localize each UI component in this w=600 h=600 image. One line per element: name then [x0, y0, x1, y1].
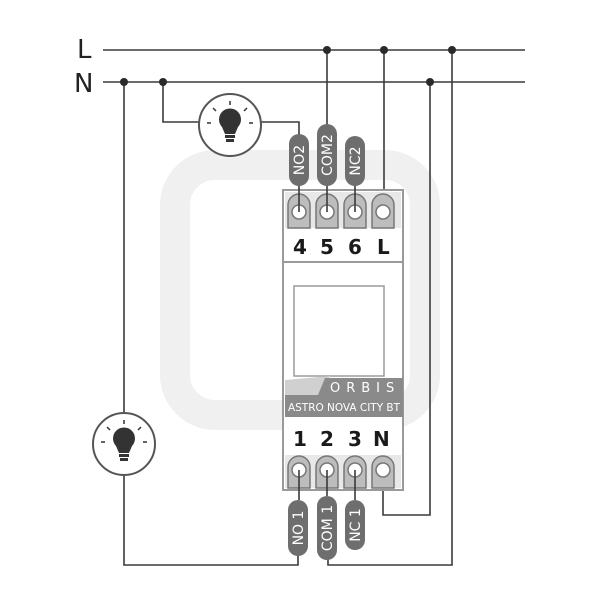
junction-dot: [159, 78, 167, 86]
terminal-number: L: [377, 235, 390, 259]
svg-text:NO 1: NO 1: [291, 511, 307, 546]
svg-text:COM 1: COM 1: [320, 505, 336, 551]
contact-label-com2: COM2: [317, 124, 337, 212]
contact-label-no2: NO2: [289, 134, 309, 212]
svg-text:NO2: NO2: [292, 145, 308, 175]
wire-n-terminal: [382, 82, 431, 516]
wires: [103, 46, 525, 566]
display-window: [293, 285, 385, 377]
top-screws: [287, 193, 395, 229]
svg-text:COM2: COM2: [320, 134, 336, 176]
lamp-icon: [198, 93, 262, 157]
terminal-number: 3: [348, 427, 362, 451]
neutral-line-label: N: [74, 69, 93, 99]
timer-switch-device: 4 5 6 L ORBIS ASTRO NOVA CITY BT 1 2 3 N: [282, 189, 404, 491]
lamp-icon: [92, 412, 156, 476]
terminal-number: 2: [320, 427, 334, 451]
terminal-number: 6: [348, 235, 362, 259]
wire-l-com1: [327, 50, 453, 566]
junction-dot: [380, 46, 388, 54]
brand-band: [318, 378, 403, 395]
terminal-number: 5: [320, 235, 334, 259]
contact-label-no1: NO 1: [288, 470, 308, 556]
contact-label-nc1: NC 1: [345, 470, 365, 550]
junction-dot: [426, 78, 434, 86]
wire-n-lamp1-no1: [123, 82, 299, 566]
terminal-number: 4: [293, 235, 307, 259]
contact-label-nc2: NC2: [345, 136, 365, 212]
terminal-number: N: [373, 427, 390, 451]
brand-name: ORBIS: [330, 381, 400, 396]
model-name: ASTRO NOVA CITY BT: [288, 401, 400, 414]
junction-dot: [448, 46, 456, 54]
junction-dot: [120, 78, 128, 86]
contact-label-com1: COM 1: [317, 470, 337, 560]
svg-text:NC 1: NC 1: [348, 508, 364, 542]
junction-dot: [323, 46, 331, 54]
svg-text:NC2: NC2: [348, 146, 364, 175]
terminal-number: 1: [293, 427, 307, 451]
live-line-label: L: [77, 35, 92, 65]
